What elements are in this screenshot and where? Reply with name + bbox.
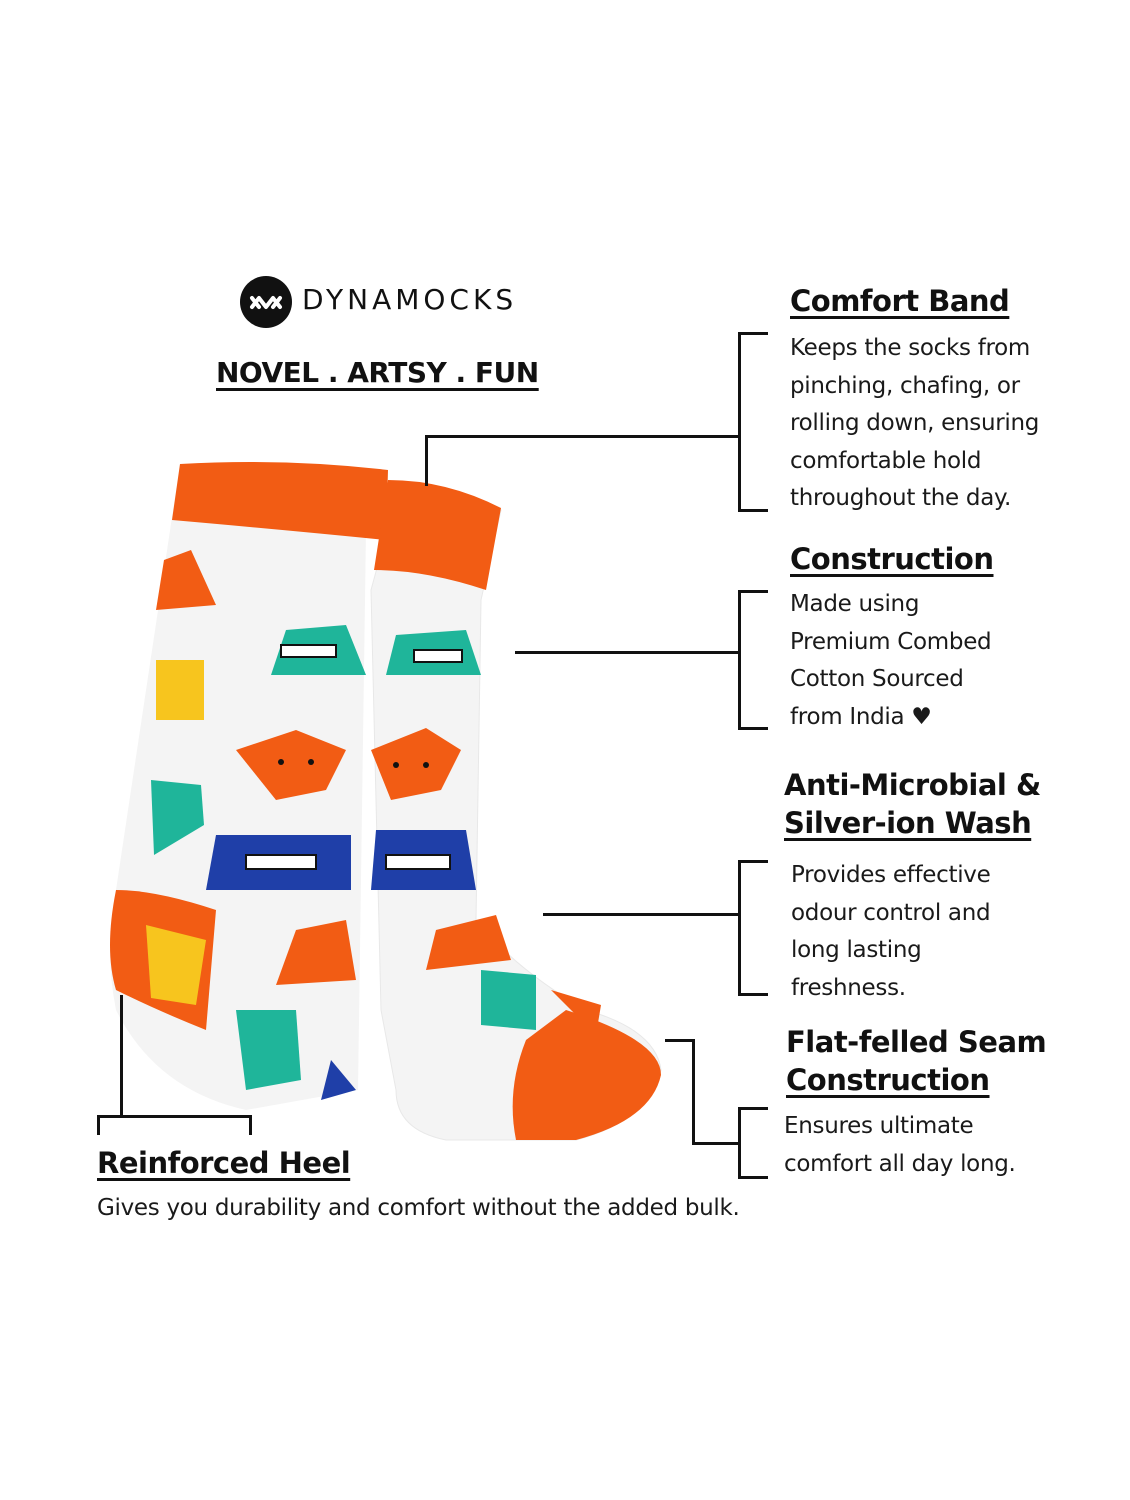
reinforced-heel-bracket-right bbox=[249, 1115, 252, 1135]
comfort-band-title: Comfort Band bbox=[790, 284, 1010, 318]
reinforced-heel-bracket-left bbox=[97, 1115, 100, 1135]
anti-microbial-pointer bbox=[543, 913, 739, 916]
flat-felled-line: comfort all day long. bbox=[784, 1150, 1016, 1177]
construction-description: Made using Premium Combed Cotton Sourced… bbox=[790, 586, 992, 736]
reinforced-heel-title: Reinforced Heel bbox=[97, 1146, 351, 1180]
construction-pointer bbox=[515, 651, 739, 654]
anti-microbial-bracket bbox=[738, 860, 741, 996]
construction-bracket-top bbox=[738, 590, 768, 593]
anti-microbial-bracket-top bbox=[738, 860, 768, 863]
anti-microbial-line: Provides effective bbox=[791, 862, 991, 888]
flat-felled-bracket-bottom bbox=[738, 1176, 768, 1179]
comfort-band-description: Keeps the socks from pinching, chafing, … bbox=[790, 330, 1039, 518]
comfort-band-line: pinching, chafing, or bbox=[790, 372, 1020, 399]
comfort-band-line: rolling down, ensuring bbox=[790, 410, 1040, 436]
anti-microbial-title-line: Anti-Microbial & bbox=[784, 768, 1041, 802]
anti-microbial-title: Anti-Microbial & Silver-ion Wash bbox=[784, 766, 1041, 842]
socks-illustration bbox=[96, 450, 676, 1150]
anti-microbial-description: Provides effective odour control and lon… bbox=[791, 857, 991, 1007]
comfort-band-line: throughout the day. bbox=[790, 485, 1012, 511]
anti-microbial-line: long lasting bbox=[791, 937, 922, 963]
comfort-band-bracket-bottom bbox=[738, 509, 768, 512]
left-sock bbox=[110, 462, 388, 1110]
construction-line: Cotton Sourced bbox=[790, 666, 964, 692]
brand-tagline: NOVEL . ARTSY . FUN bbox=[216, 356, 539, 389]
brand-name: DYNAMOCKS bbox=[302, 283, 518, 316]
flat-felled-bracket-top bbox=[738, 1107, 768, 1110]
construction-bracket bbox=[738, 590, 741, 730]
comfort-band-bracket bbox=[738, 332, 741, 512]
flat-felled-pointer-top bbox=[665, 1039, 695, 1042]
anti-microbial-line: odour control and bbox=[791, 899, 991, 926]
construction-line: from India ♥ bbox=[790, 703, 932, 730]
flat-felled-pointer-vertical bbox=[692, 1039, 695, 1145]
flat-felled-title-line: Construction bbox=[786, 1063, 990, 1097]
flat-felled-line: Ensures ultimate bbox=[784, 1113, 974, 1139]
construction-line: Made using bbox=[790, 591, 920, 617]
anti-microbial-bracket-bottom bbox=[738, 993, 768, 996]
comfort-band-line: Keeps the socks from bbox=[790, 335, 1031, 361]
flat-felled-description: Ensures ultimate comfort all day long. bbox=[784, 1108, 1016, 1183]
comfort-band-pointer-vertical bbox=[425, 436, 428, 486]
reinforced-heel-description: Gives you durability and comfort without… bbox=[97, 1195, 740, 1221]
comfort-band-pointer-horizontal bbox=[425, 435, 739, 438]
flat-felled-pointer-horizontal bbox=[692, 1142, 739, 1145]
flat-felled-title-line: Flat-felled Seam bbox=[786, 1025, 1047, 1059]
reinforced-heel-bracket bbox=[97, 1115, 252, 1118]
anti-microbial-title-line: Silver-ion Wash bbox=[784, 806, 1032, 840]
comfort-band-bracket-top bbox=[738, 332, 768, 335]
construction-line: Premium Combed bbox=[790, 628, 992, 655]
reinforced-heel-pointer-vertical bbox=[120, 995, 123, 1117]
anti-microbial-line: freshness. bbox=[791, 974, 906, 1001]
brand-logo-icon bbox=[240, 276, 292, 328]
flat-felled-bracket bbox=[738, 1107, 741, 1179]
construction-bracket-bottom bbox=[738, 727, 768, 730]
comfort-band-line: comfortable hold bbox=[790, 447, 982, 474]
right-sock bbox=[245, 480, 662, 1141]
flat-felled-title: Flat-felled Seam Construction bbox=[786, 1023, 1047, 1099]
construction-title: Construction bbox=[790, 542, 994, 576]
